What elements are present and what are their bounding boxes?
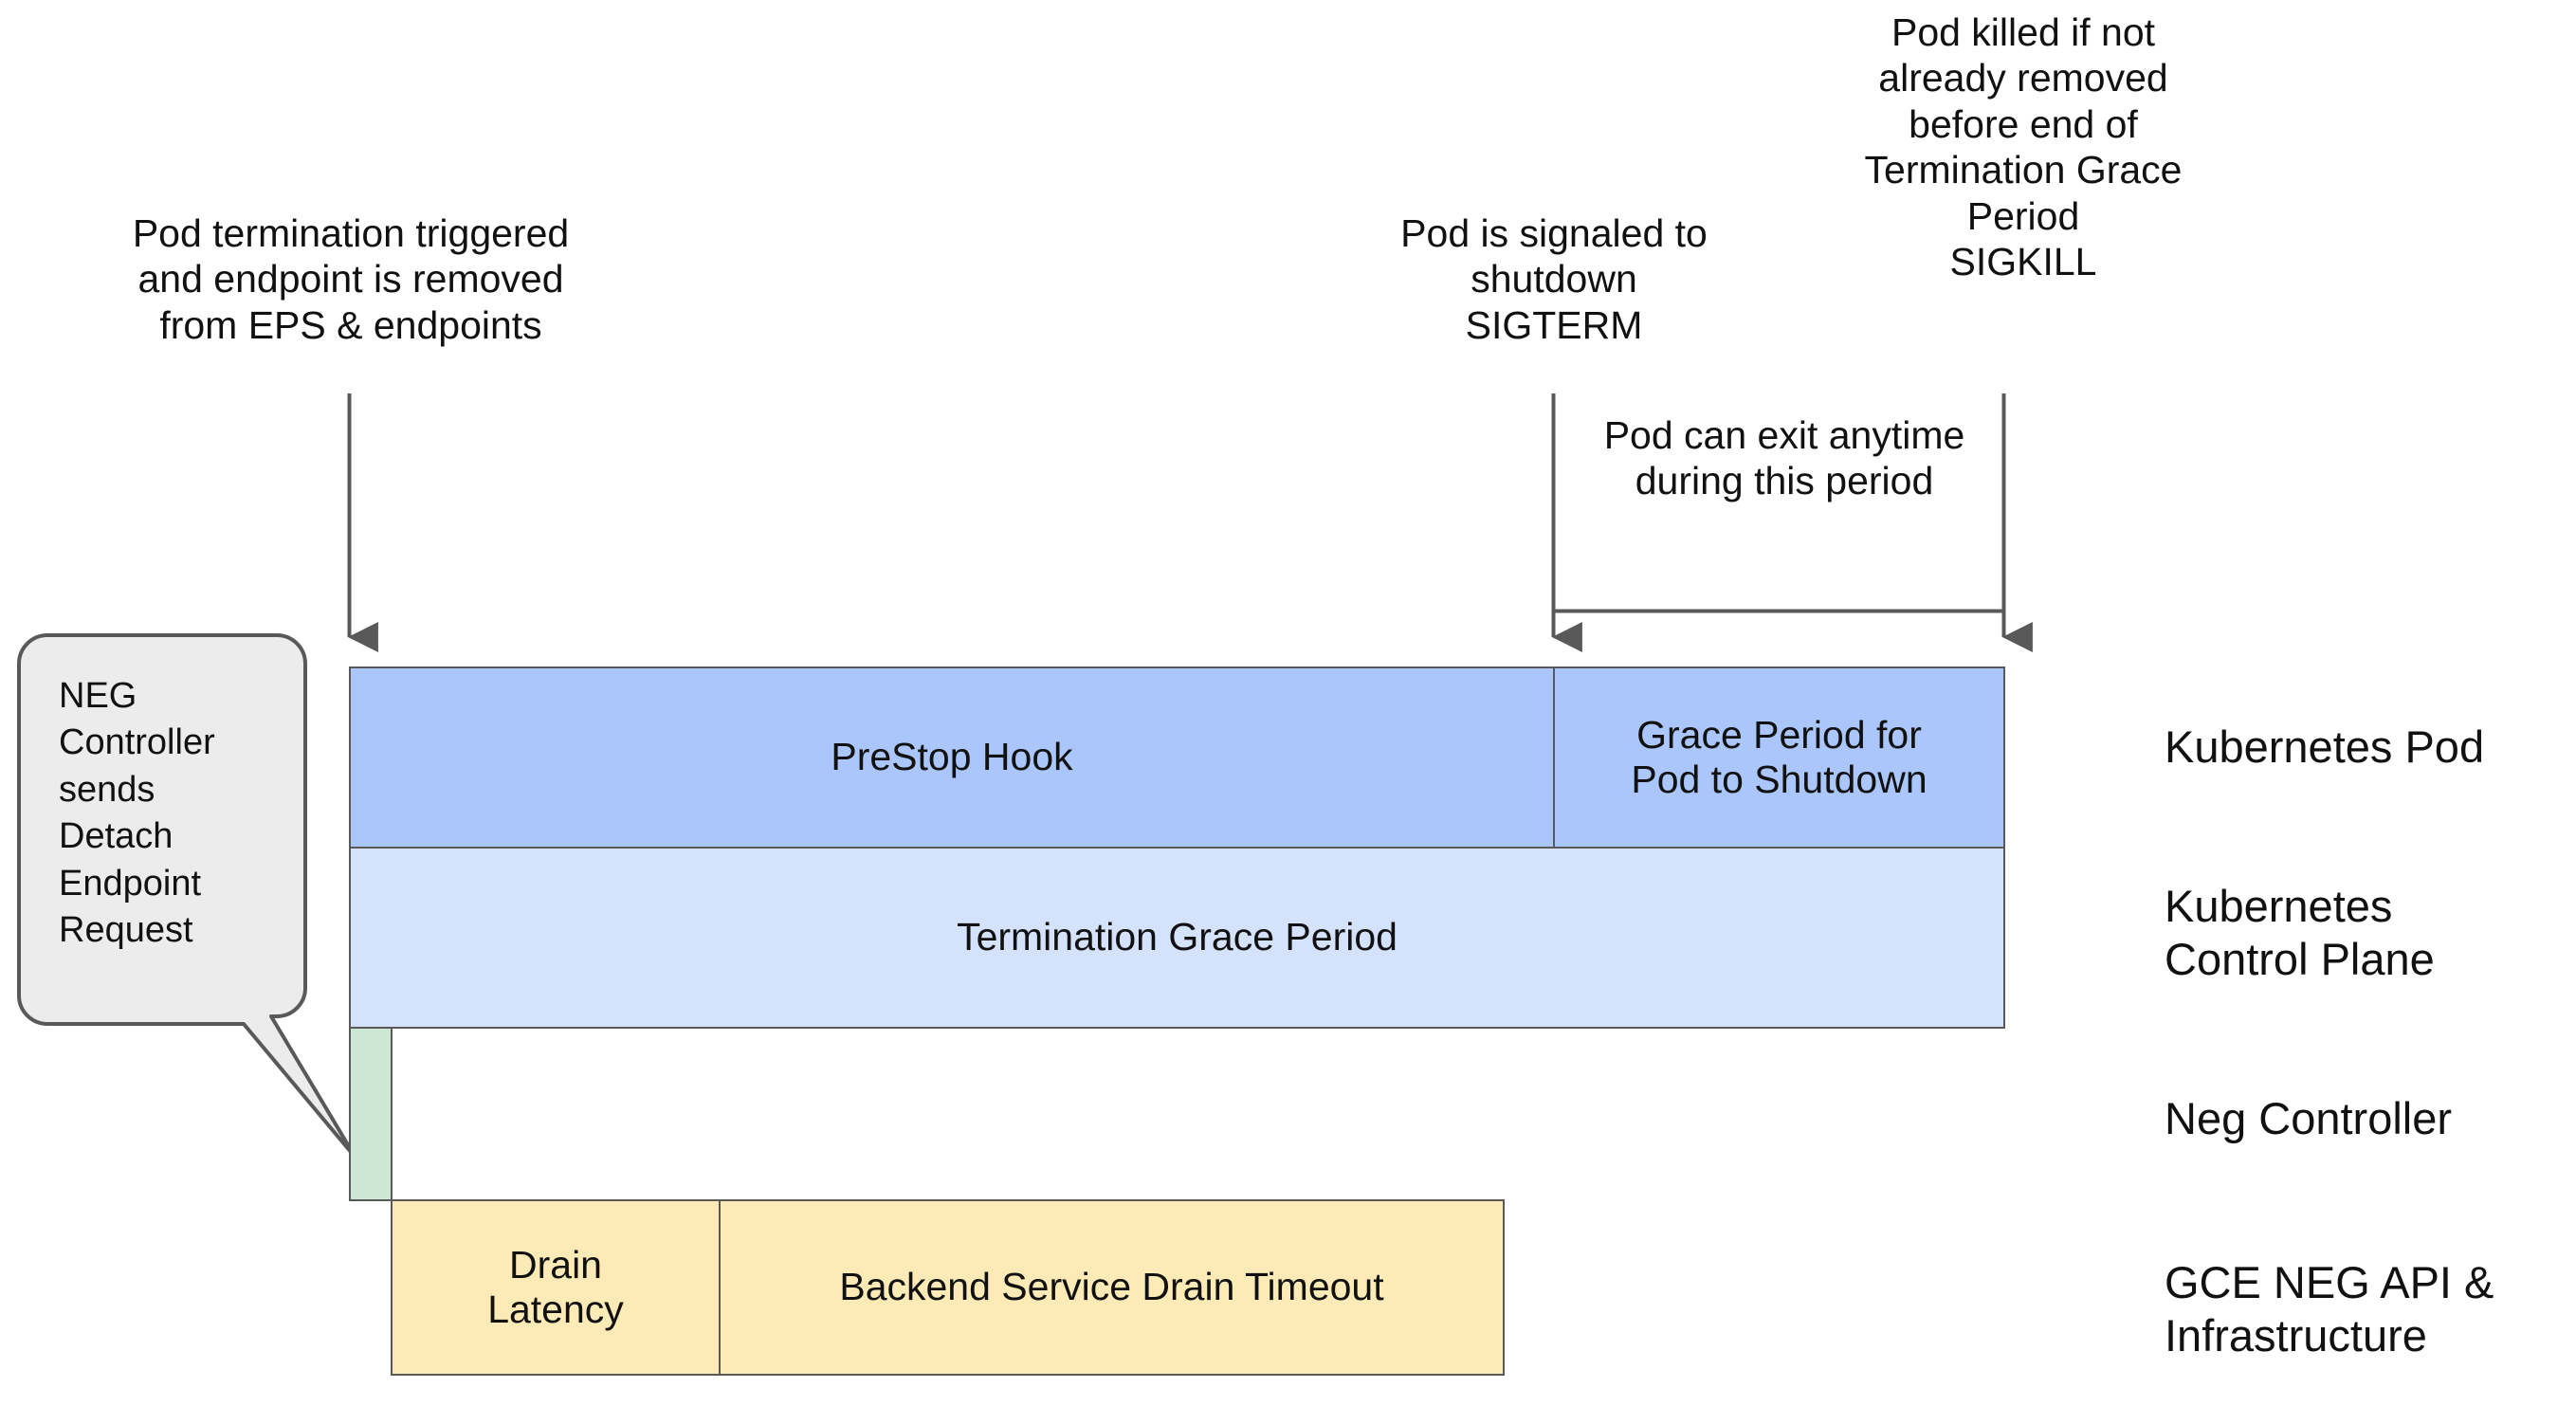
neg-controller-callout-shape (17, 633, 357, 1159)
bar-drain-latency: Drain Latency (391, 1199, 721, 1376)
neg-controller-callout-label: NEG Controller sends Detach Endpoint Req… (59, 676, 215, 950)
bar-prestop-hook: PreStop Hook (349, 666, 1555, 849)
lane-label-neg-controller: Neg Controller (2165, 1093, 2453, 1143)
annotation-pod-signaled-shutdown: Pod is signaled to shutdown SIGTERM (1400, 211, 1708, 347)
lane-label-kubernetes-pod: Kubernetes Pod (2165, 721, 2485, 772)
bar-drain-latency-label: Drain Latency (487, 1242, 624, 1331)
bar-backend-service-drain-timeout: Backend Service Drain Timeout (719, 1199, 1505, 1376)
bar-grace-period-pod-shutdown-label: Grace Period for Pod to Shutdown (1631, 712, 1927, 801)
bar-grace-period-pod-shutdown: Grace Period for Pod to Shutdown (1553, 666, 2005, 849)
bar-termination-grace-period: Termination Grace Period (349, 847, 2005, 1029)
bar-backend-service-drain-timeout-label: Backend Service Drain Timeout (839, 1265, 1384, 1309)
bar-neg-detach-window (349, 1027, 393, 1201)
annotation-pod-termination-triggered: Pod termination triggered and endpoint i… (132, 211, 570, 347)
bar-prestop-hook-label: PreStop Hook (831, 735, 1073, 779)
bar-termination-grace-period-label: Termination Grace Period (957, 915, 1398, 959)
lane-label-kubernetes-control-plane: Kubernetes Control Plane (2165, 881, 2435, 985)
annotation-pod-killed-sigkill: Pod killed if not already removed before… (1864, 10, 2183, 283)
lane-label-gce-neg-api: GCE NEG API & Infrastructure (2165, 1257, 2494, 1361)
annotation-pod-can-exit-anytime: Pod can exit anytime during this period (1603, 413, 1965, 503)
